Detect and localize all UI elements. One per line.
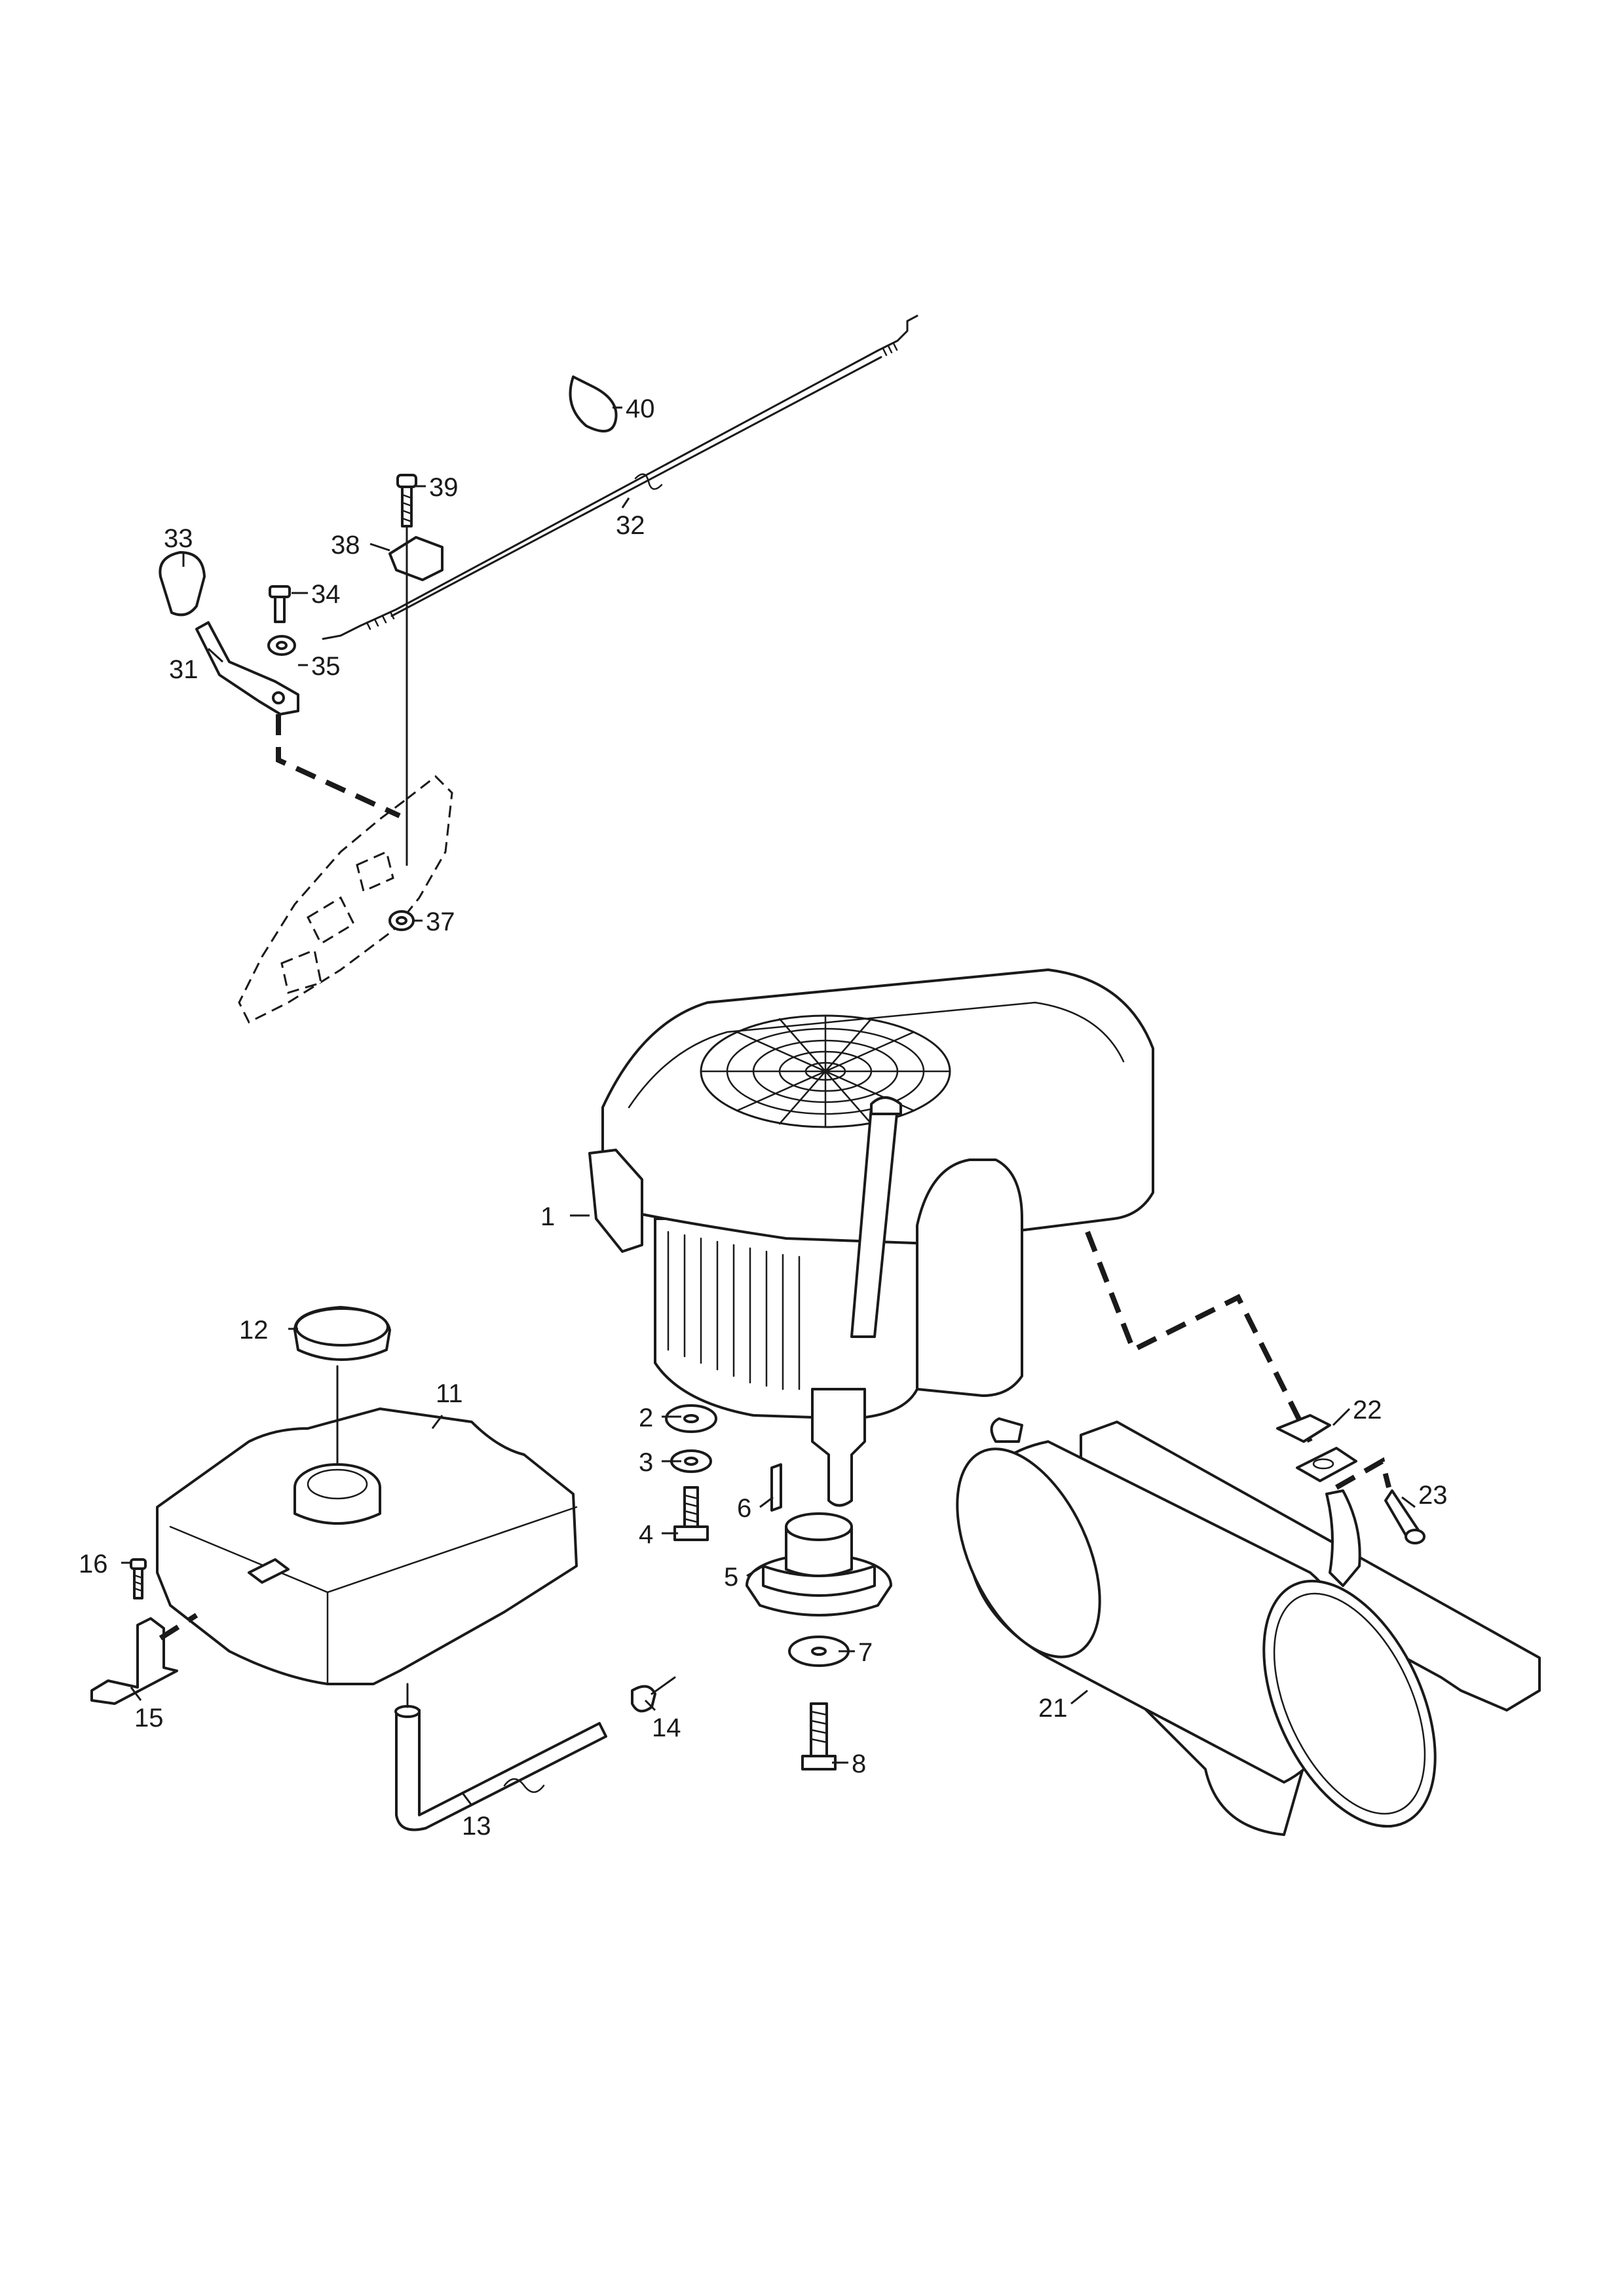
part-35-washer (267, 635, 296, 656)
link-dashed-bolt (1335, 1457, 1391, 1490)
part-13-fuel-line (394, 1705, 607, 1831)
callout-12: 12 (239, 1316, 269, 1345)
callout-4: 4 (639, 1520, 653, 1549)
callout-21: 21 (1038, 1694, 1068, 1723)
part-6-key (770, 1463, 782, 1512)
callout-7: 7 (858, 1638, 873, 1667)
callout-5: 5 (724, 1563, 738, 1592)
callout-16: 16 (79, 1550, 108, 1578)
part-8-bolt (801, 1702, 837, 1770)
part-32-throttle-cable (322, 315, 918, 640)
callout-13: 13 (462, 1812, 491, 1841)
part-1-engine (588, 968, 1154, 1507)
part-40-cable-tie (569, 375, 618, 432)
callout-23: 23 (1418, 1481, 1448, 1510)
part-11-fuel-tank (156, 1407, 578, 1685)
callout-31: 31 (169, 655, 198, 684)
part-5-pulley (746, 1512, 892, 1617)
part-4-bolt (673, 1486, 709, 1541)
callout-3: 3 (639, 1448, 653, 1477)
clamp-line (651, 1676, 676, 1695)
callout-32: 32 (616, 511, 645, 540)
mounting-bracket-ghost (238, 775, 453, 1024)
part-22-gasket (1276, 1414, 1357, 1482)
callout-39: 39 (429, 473, 459, 502)
callout-37: 37 (426, 908, 455, 936)
leader-lines (121, 406, 1416, 1806)
callout-38: 38 (331, 531, 360, 560)
link-dashed-lever (276, 714, 401, 818)
part-39-screw (396, 474, 417, 527)
part-23-bolt (1384, 1489, 1426, 1544)
part-33-knob (159, 551, 206, 617)
part-37-nut (388, 910, 415, 931)
link-dashed-exhaust (1085, 1231, 1313, 1443)
callout-2: 2 (639, 1404, 653, 1432)
lever-hole (272, 691, 285, 704)
part-34-bolt (269, 585, 291, 623)
callout-6: 6 (737, 1494, 751, 1523)
callout-14: 14 (652, 1713, 681, 1742)
part-16-screw (130, 1558, 147, 1599)
callout-34: 34 (311, 580, 341, 609)
callout-35: 35 (311, 652, 341, 681)
link-dashed-bracket (159, 1613, 198, 1641)
part-12-fuel-cap (293, 1306, 391, 1361)
callout-numbers: 1 2 3 4 5 6 7 8 11 12 13 14 15 16 21 22 … (79, 394, 1448, 1841)
part-38-cable-clamp (388, 536, 444, 581)
part-15-tank-bracket (90, 1617, 178, 1705)
callout-40: 40 (626, 394, 655, 423)
callout-22: 22 (1353, 1396, 1382, 1425)
part-2-washer (665, 1404, 717, 1433)
callout-8: 8 (852, 1750, 866, 1778)
part-21-muffler (956, 1417, 1541, 1836)
part-31-throttle-lever (195, 621, 299, 716)
callout-11: 11 (436, 1379, 463, 1408)
callout-15: 15 (134, 1704, 164, 1732)
callout-1: 1 (540, 1202, 555, 1231)
callout-33: 33 (164, 524, 193, 553)
